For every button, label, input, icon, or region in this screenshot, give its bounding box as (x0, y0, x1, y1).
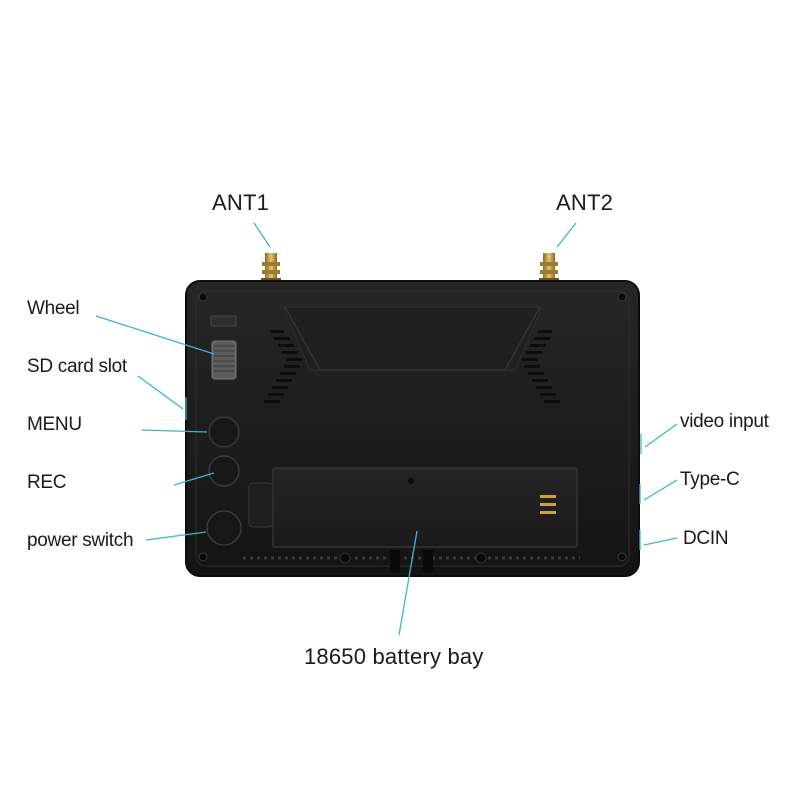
label-menu: MENU (27, 414, 82, 435)
vent-left (264, 330, 302, 403)
antenna-1 (261, 253, 281, 284)
vent-right (522, 330, 560, 403)
leader-dcin (643, 537, 678, 546)
label-battery-bay: 18650 battery bay (304, 644, 484, 669)
leader-power (145, 531, 207, 541)
label-video-input: video input (680, 411, 769, 432)
antenna-2 (539, 253, 559, 284)
label-rec: REC (27, 472, 67, 493)
bottom-notch-left (390, 550, 400, 572)
label-type-c: Type-C (680, 469, 740, 490)
power-switch-button[interactable] (206, 510, 242, 546)
leader-video-input (644, 423, 678, 448)
relief-ridge (284, 306, 541, 371)
label-sd-card-slot: SD card slot (27, 356, 127, 377)
label-power-switch: power switch (27, 530, 134, 551)
screw-bottom-left (198, 552, 208, 562)
leader-rec (173, 472, 215, 486)
battery-bay (272, 467, 578, 548)
battery-contacts (540, 495, 556, 514)
bottom-screw-right (475, 552, 487, 564)
screw-bottom-right (617, 552, 627, 562)
label-dcin: DCIN (683, 528, 729, 549)
menu-button[interactable] (208, 416, 240, 448)
leader-ant2 (556, 222, 577, 248)
battery-bay-screw (408, 478, 414, 484)
leader-battery-bay (398, 530, 418, 636)
screw-top-left (198, 292, 208, 302)
bottom-notch-right (423, 550, 433, 572)
relief-panel (284, 306, 541, 371)
wheel-top-slot (210, 315, 237, 327)
bottom-screw-left (339, 552, 351, 564)
leader-ant1 (253, 222, 271, 248)
device-inner-edge (195, 290, 630, 567)
label-ant1: ANT1 (212, 190, 270, 215)
wheel-knurl (214, 345, 234, 372)
leader-menu (141, 429, 208, 433)
leader-wheel (95, 315, 215, 355)
leader-type-c (643, 479, 678, 501)
label-ant2: ANT2 (556, 190, 614, 215)
label-wheel: Wheel (27, 298, 80, 319)
leader-sd-card (137, 375, 184, 410)
battery-latch (248, 482, 274, 528)
screw-top-right (617, 292, 627, 302)
wheel[interactable] (211, 340, 237, 380)
rec-button[interactable] (208, 455, 240, 487)
